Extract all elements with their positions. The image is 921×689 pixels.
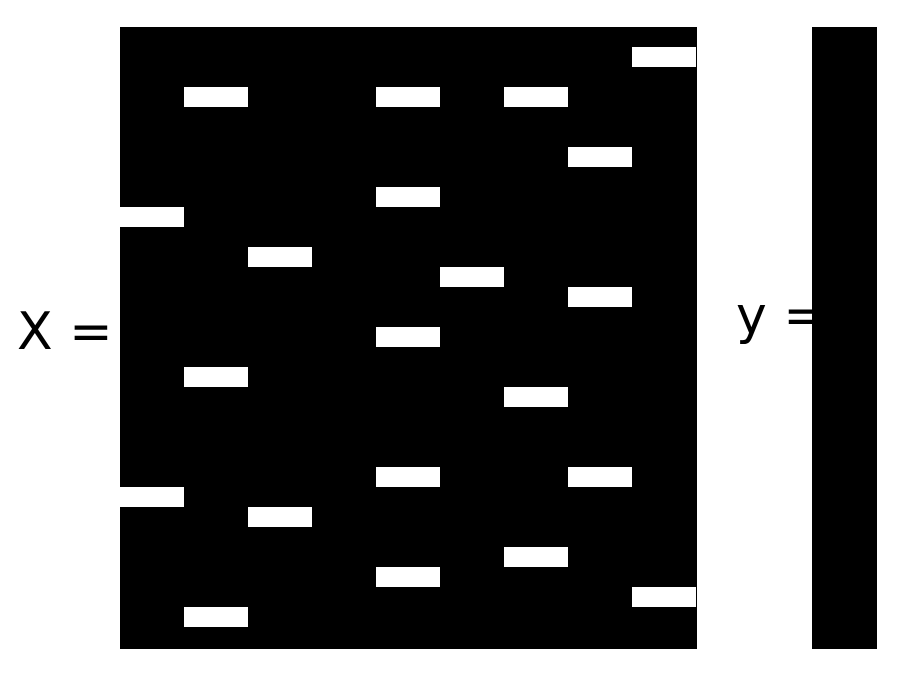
- matrix-nonzero-entry: [568, 467, 632, 487]
- matrix-nonzero-entry: [120, 207, 184, 227]
- matrix-nonzero-entry: [120, 487, 184, 507]
- matrix-nonzero-entry: [248, 507, 312, 527]
- matrix-nonzero-entry: [440, 267, 504, 287]
- matrix-entries: [120, 47, 696, 627]
- matrix-nonzero-entry: [376, 87, 440, 107]
- matrix-nonzero-entry: [504, 387, 568, 407]
- matrix-nonzero-entry: [568, 287, 632, 307]
- matrix-nonzero-entry: [376, 467, 440, 487]
- vector-y: [812, 27, 877, 649]
- matrix-nonzero-entry: [504, 547, 568, 567]
- matrix-x-label: X =: [17, 302, 113, 362]
- matrix-nonzero-entry: [184, 367, 248, 387]
- matrix-nonzero-entry: [632, 47, 696, 67]
- vector-y-label: y =: [736, 286, 827, 346]
- matrix-nonzero-entry: [184, 87, 248, 107]
- matrix-nonzero-entry: [376, 187, 440, 207]
- matrix-nonzero-entry: [568, 147, 632, 167]
- matrix-nonzero-entry: [376, 567, 440, 587]
- matrix-nonzero-entry: [632, 587, 696, 607]
- matrix-nonzero-entry: [184, 607, 248, 627]
- matrix-nonzero-entry: [248, 247, 312, 267]
- sparse-matrix-x: [120, 27, 697, 649]
- matrix-nonzero-entry: [376, 327, 440, 347]
- matrix-nonzero-entry: [504, 87, 568, 107]
- vector-background: [812, 27, 877, 649]
